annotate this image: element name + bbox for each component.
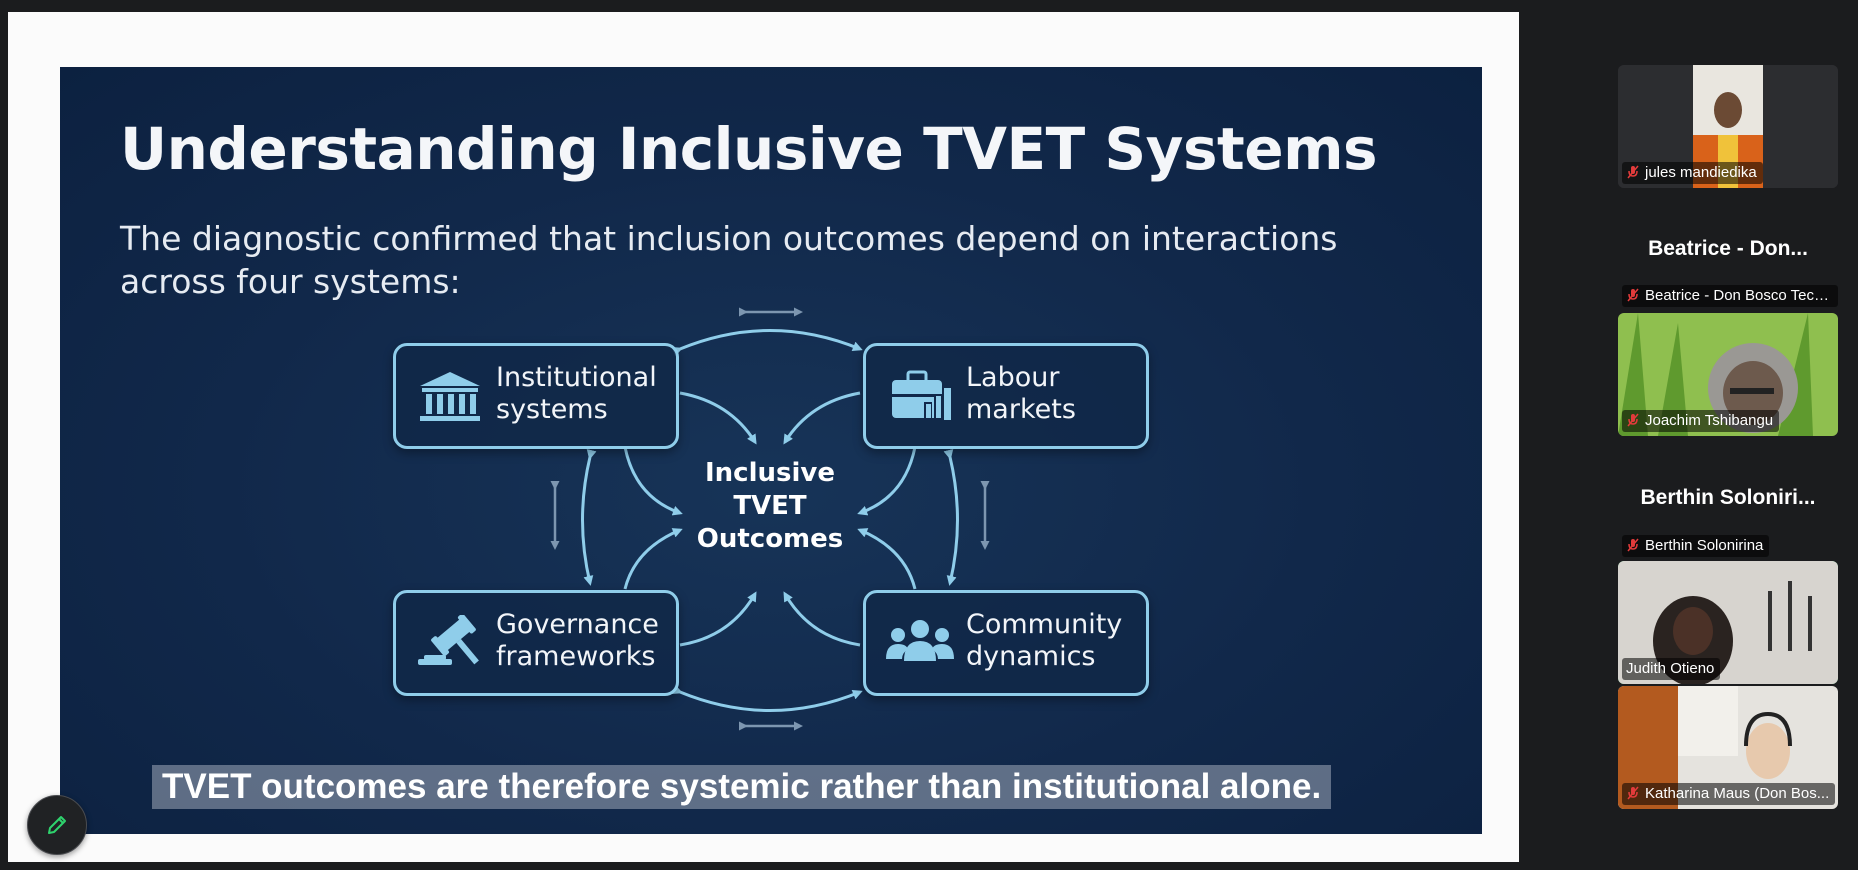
participant-name: jules mandiedika <box>1645 164 1757 181</box>
box-governance-frameworks: Governance frameworks <box>393 590 679 696</box>
arrow-comm-to-center <box>783 591 861 647</box>
arrow-right <box>943 449 959 586</box>
arrow-labour-to-center <box>783 391 861 445</box>
participant-tile[interactable]: Joachim Tshibangu <box>1618 313 1838 436</box>
slide: Understanding Inclusive TVET Systems The… <box>60 67 1482 834</box>
mic-muted-icon <box>1627 288 1639 302</box>
participant-name-chip[interactable]: Beatrice - Don Bosco Tech... <box>1622 285 1838 307</box>
center-outcomes-label: Inclusive TVET Outcomes <box>696 458 844 554</box>
participant-name-chip: jules mandiedika <box>1622 162 1763 184</box>
shared-slide-frame: Understanding Inclusive TVET Systems The… <box>8 12 1519 862</box>
annotate-button[interactable] <box>27 795 87 855</box>
mic-muted-icon <box>1627 413 1639 427</box>
participant-tile-active-speaker[interactable]: Judith Otieno <box>1618 561 1838 684</box>
arrow-inst-to-center <box>679 391 757 445</box>
people-group-icon <box>886 620 954 661</box>
arrow-inst-down <box>623 446 683 516</box>
mic-muted-icon <box>1627 786 1639 800</box>
box-institutional-systems: Institutional systems <box>393 343 679 449</box>
arrow-labour-down <box>857 446 917 516</box>
arrow-gov-to-center <box>679 591 757 647</box>
participant-heading: Beatrice - Don... <box>1648 237 1808 260</box>
mic-muted-icon <box>1627 165 1639 179</box>
arrow-comm-up <box>857 528 917 590</box>
participant-name: Joachim Tshibangu <box>1645 412 1774 429</box>
slide-subtitle: The diagnostic confirmed that inclusion … <box>120 219 1338 301</box>
participant-tile[interactable]: jules mandiedika <box>1618 65 1838 188</box>
top-bar <box>0 0 1858 12</box>
participant-name: Judith Otieno <box>1626 660 1715 677</box>
participant-name: Katharina Maus (Don Bos... <box>1645 785 1830 802</box>
slide-title: Understanding Inclusive TVET Systems <box>120 115 1378 183</box>
briefcase-chart-icon <box>892 370 951 420</box>
arrow-left <box>581 449 597 586</box>
slide-caption: TVET outcomes are therefore systemic rat… <box>152 765 1332 809</box>
gavel-icon <box>418 615 479 665</box>
institution-icon <box>420 372 480 421</box>
participant-name-chip: Katharina Maus (Don Bos... <box>1622 783 1836 805</box>
systems-diagram <box>550 307 990 731</box>
participant-name: Berthin Solonirina <box>1645 537 1764 554</box>
participant-heading: Berthin Soloniri... <box>1640 486 1816 509</box>
box-label-governance: Governance frameworks <box>496 609 659 672</box>
participant-name: Beatrice - Don Bosco Tech... <box>1645 287 1835 304</box>
participant-tile[interactable]: Katharina Maus (Don Bos... <box>1618 686 1838 809</box>
pencil-icon <box>48 816 66 834</box>
arrow-bottom <box>671 684 863 712</box>
mic-muted-icon <box>1627 538 1639 552</box>
arrow-gov-up <box>623 528 683 590</box>
participants-panel: jules mandiedika Beatrice - Don... Beatr… <box>1530 0 1858 870</box>
participant-name-chip: Joachim Tshibangu <box>1622 410 1780 432</box>
box-label-labour: Labour markets <box>966 362 1076 425</box>
participant-name-chip: Judith Otieno <box>1622 658 1721 680</box>
arrow-top <box>671 329 863 357</box>
box-label-community: Community dynamics <box>966 609 1123 672</box>
box-community-dynamics: Community dynamics <box>863 590 1149 696</box>
participant-name-chip[interactable]: Berthin Solonirina <box>1622 535 1770 557</box>
box-labour-markets: Labour markets <box>863 343 1149 449</box>
box-label-institutional: Institutional systems <box>496 362 657 425</box>
